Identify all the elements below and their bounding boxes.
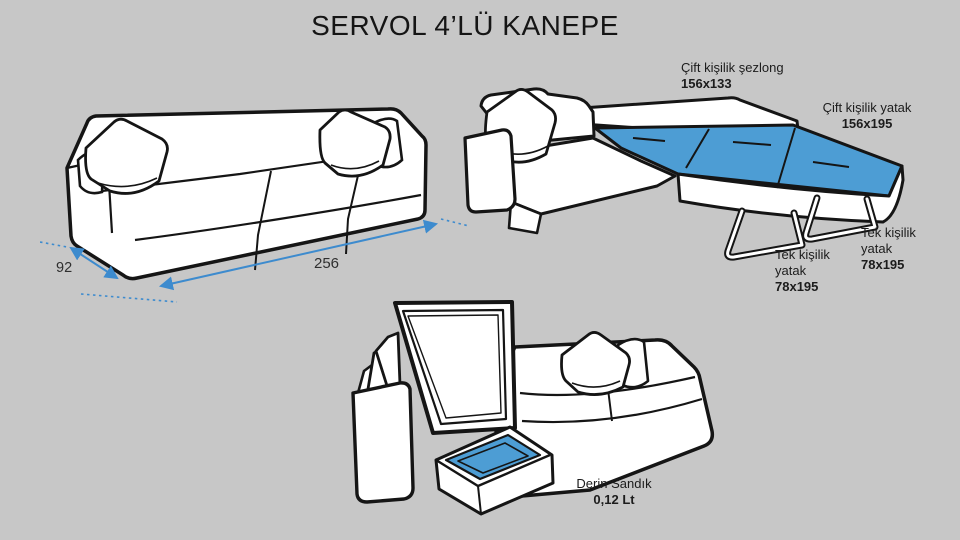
storage-sofa-figure: [340, 293, 730, 538]
label-single-bed-text: Tek kişilik: [775, 247, 830, 262]
folded-cushion: [374, 331, 402, 391]
label-single-bed-text: yatak: [861, 241, 893, 256]
sofa-seat-separator: [607, 388, 613, 422]
storage-drawer-bottom: [457, 442, 529, 474]
dimension-extension-line: [440, 218, 470, 227]
page-title: SERVOL 4’LÜ KANEPE: [311, 10, 619, 41]
storage-lid: [393, 300, 517, 435]
label-double-bed-text: Çift kişilik yatak: [822, 100, 912, 115]
bed-seam-line: [632, 137, 666, 142]
label-double-bed-dim: 156x195: [841, 116, 893, 131]
label-chaise-dim: 156x133: [681, 76, 732, 91]
label-single-bed-text: Tek kişilik: [861, 225, 916, 240]
dimension-arrow-depth: [69, 246, 119, 280]
label-chaise-text: Çift kişilik şezlong: [681, 60, 784, 75]
label-chaise-size: Çift kişilik şezlong 156x133: [681, 60, 784, 92]
pillow-icon: [560, 331, 631, 396]
bed-leg-icon: [804, 196, 877, 241]
label-double-bed-size: Çift kişilik yatak 156x195: [813, 100, 921, 132]
storage-drawer-front-line: [477, 485, 482, 515]
label-single-bed-left-size: Tek kişilik yatak 78x195: [775, 247, 830, 295]
sofa-arm: [351, 381, 415, 504]
width-dimension-value: 256: [314, 255, 339, 272]
bed-seam-line: [732, 141, 772, 146]
label-storage-dim: 0,12 Lt: [593, 492, 635, 507]
storage-lid-frame: [401, 308, 508, 426]
bed-seam-line: [685, 128, 710, 169]
bed-leg-icon: [726, 209, 804, 259]
label-storage-text: Derin Sandık: [576, 476, 652, 491]
pillow-icon: [318, 108, 392, 178]
pillow-icon: [84, 117, 169, 195]
storage-sofa-illustration: [351, 300, 715, 516]
depth-dimension-value: 92: [56, 260, 72, 276]
closed-sofa-figure: 92 256: [40, 88, 470, 308]
label-single-bed-dim: 78x195: [775, 279, 819, 294]
dimension-extension-line: [40, 241, 68, 248]
storage-lid-frame: [407, 314, 502, 419]
armchair-arm: [463, 128, 517, 214]
bed-seam-line: [812, 161, 850, 168]
closed-sofa-illustration: 92 256: [40, 107, 470, 303]
armchair-seat-front: [507, 200, 543, 235]
mattress-side: [676, 164, 905, 224]
dimension-arrow-width: [158, 219, 439, 291]
label-single-bed-text: yatak: [775, 263, 807, 278]
pillow-crease: [571, 380, 621, 388]
pillow-crease: [330, 160, 380, 170]
dimension-extension-line: [80, 293, 178, 303]
pillow-crease: [97, 177, 158, 188]
open-sofa-bed-figure: [445, 62, 925, 312]
open-sofa-bed-illustration: [463, 87, 905, 261]
label-single-bed-right-size: Tek kişilik yatak 78x195: [861, 225, 916, 273]
bed-seam-line: [776, 127, 796, 189]
label-single-bed-dim: 78x195: [861, 257, 905, 272]
label-storage-size: Derin Sandık 0,12 Lt: [558, 476, 670, 508]
